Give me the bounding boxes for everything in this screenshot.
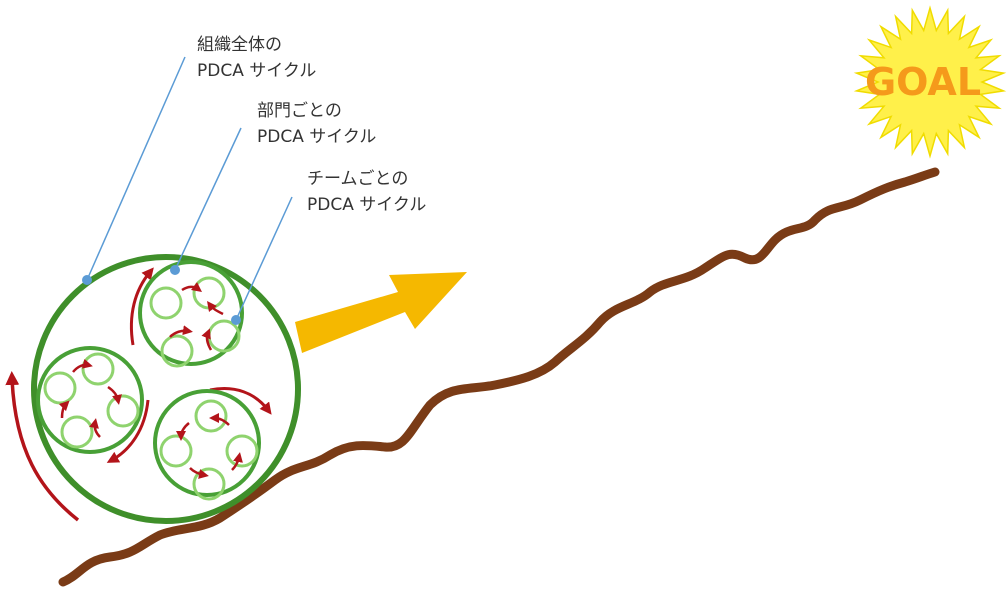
department-rotation-arrow — [201, 328, 213, 351]
label-department-line1: 部門ごとの — [257, 101, 342, 121]
team-circle — [194, 399, 228, 433]
organization-rotation-arrow-left — [5, 371, 80, 522]
leader-dot-team — [231, 315, 241, 325]
team-circle — [60, 415, 94, 449]
department-circle-top — [138, 260, 244, 368]
team-circle — [225, 434, 259, 468]
department-rotation-arrow — [206, 301, 224, 316]
department-rotation-arrow — [58, 400, 70, 419]
team-circle — [81, 352, 115, 386]
department-rotation-arrow — [231, 452, 243, 471]
department-circle-bottom — [153, 389, 261, 501]
department-circle-left — [36, 346, 144, 454]
sun-burst-icon: GOAL — [853, 5, 1007, 159]
team-circle — [106, 394, 140, 428]
leader-line-organization — [86, 56, 186, 281]
department-rotation-arrow — [89, 418, 101, 438]
goal-text: GOAL — [865, 60, 981, 104]
organization-rotation-arrow-bottom — [106, 399, 150, 463]
department-rotation-arrow — [107, 385, 122, 405]
leader-dot-department — [170, 265, 180, 275]
team-circle — [192, 467, 226, 501]
team-circle — [160, 334, 194, 368]
arrow-right-icon — [295, 272, 467, 353]
department-rotation-arrow — [189, 467, 209, 479]
label-team-line1: チームごとの — [307, 169, 408, 189]
leader-dot-organization — [82, 275, 92, 285]
department-rotation-arrow — [169, 325, 193, 338]
uphill-path — [58, 167, 940, 587]
team-circle — [149, 286, 183, 320]
leader-line-department — [174, 127, 242, 271]
label-organization-line1: 組織全体の — [197, 35, 282, 55]
label-team-line2: PDCA サイクル — [307, 195, 426, 215]
department-rotation-arrow — [181, 282, 203, 292]
label-organization-line2: PDCA サイクル — [197, 61, 316, 81]
organization-rotation-arrow-top — [129, 267, 154, 346]
department-rotation-arrow — [72, 358, 93, 373]
department-rotation-arrow — [209, 413, 230, 426]
label-department-line2: PDCA サイクル — [257, 127, 376, 147]
leader-line-team — [235, 196, 293, 321]
department-rotation-arrow — [176, 422, 190, 441]
team-circle — [159, 434, 193, 468]
organization-rotation-arrow-right — [209, 387, 272, 415]
